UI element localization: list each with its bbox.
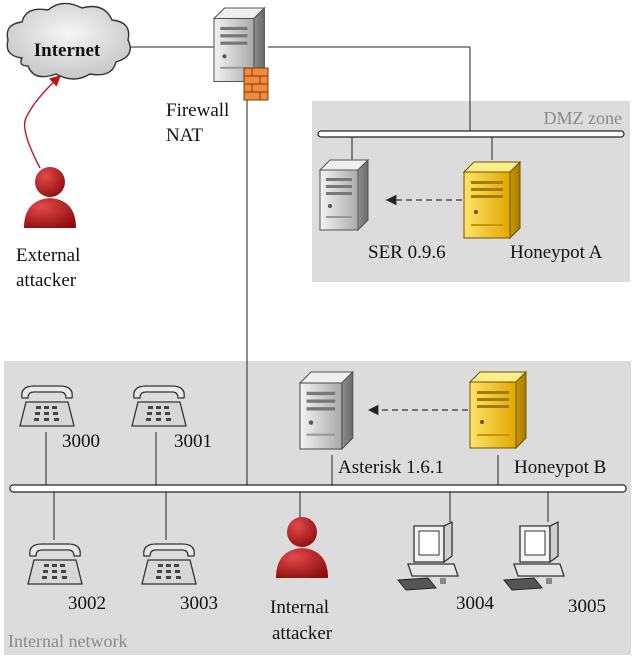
ser-label: SER 0.9.6: [368, 242, 446, 263]
dmz-bus: [317, 130, 625, 138]
internet-label: Internet: [34, 40, 101, 61]
firewall-label-1: Firewall: [166, 100, 229, 121]
phone-3003-icon: [141, 543, 197, 585]
ser-server-icon: [319, 159, 369, 231]
phone-3003-label: 3003: [180, 593, 218, 614]
honeypot-a-icon: [463, 161, 521, 239]
phone-3002-icon: [27, 543, 83, 585]
dmz-zone-label: DMZ zone: [544, 108, 622, 128]
phone-3001-label: 3001: [174, 431, 212, 452]
internal-bus: [9, 484, 627, 493]
honeypot-a-label: Honeypot A: [510, 242, 603, 263]
attack-arrow: [23, 75, 62, 169]
internal-network-label: Internal network: [8, 631, 127, 651]
workstation-3005-label: 3005: [568, 596, 606, 617]
phone-3000-label: 3000: [62, 431, 100, 452]
external-attacker-label-2: attacker: [16, 270, 77, 291]
asterisk-server-icon: [299, 371, 354, 450]
firewall-icon: [213, 7, 269, 101]
honeypot-b-label: Honeypot B: [514, 457, 606, 478]
external-attacker-label-1: External: [16, 245, 80, 266]
phone-3001-icon: [131, 385, 187, 427]
asterisk-label: Asterisk 1.6.1: [338, 457, 444, 478]
internet-cloud: Internet: [6, 2, 131, 80]
firewall-label-2: NAT: [166, 125, 203, 146]
internal-attacker-label-2: attacker: [272, 623, 333, 644]
internal-attacker-label-1: Internal: [270, 597, 329, 618]
phone-3002-label: 3002: [68, 593, 106, 614]
workstation-3004-label: 3004: [456, 593, 495, 614]
phone-3000-icon: [19, 385, 75, 427]
honeypot-b-icon: [469, 371, 527, 449]
external-attacker-icon: [24, 167, 76, 228]
